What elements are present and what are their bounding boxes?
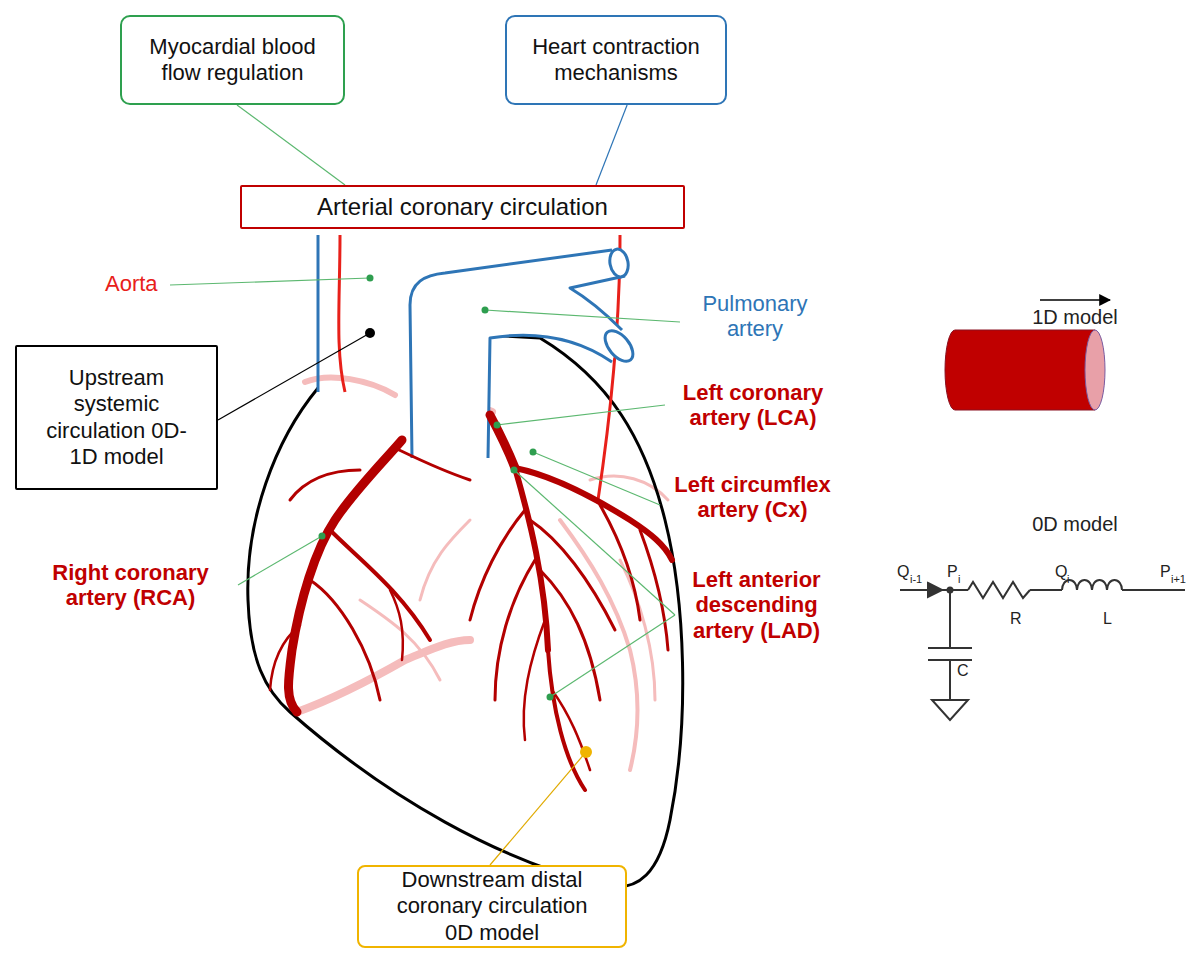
connector-line (237, 105, 345, 185)
rca-branch (390, 590, 403, 660)
topic-box: Heart contraction mechanisms (505, 15, 727, 105)
model-box: Upstream systemic circulation 0D-1D mode… (15, 345, 218, 490)
cx-branch (640, 530, 668, 650)
marker-dot (580, 746, 592, 758)
component-label: C (957, 662, 977, 680)
artery-label: Right coronary artery (RCA) (28, 560, 233, 611)
wire (1122, 589, 1185, 591)
pulmonary-end (600, 326, 638, 366)
marker-dot (494, 422, 501, 429)
connector-line (596, 105, 627, 185)
circuit-node (947, 587, 954, 594)
component-label: L (1103, 610, 1123, 628)
box-text: Heart contraction mechanisms (515, 34, 717, 87)
box-text: Downstream distal coronary circulation 0… (385, 867, 599, 946)
inductor-symbol (1062, 580, 1122, 590)
box-text: Arterial coronary circulation (317, 193, 608, 222)
resistor-symbol (968, 582, 1030, 598)
capacitor-symbol (928, 647, 972, 649)
cylinder-end (1085, 330, 1105, 410)
pulmonary-wall (410, 250, 612, 458)
flow-arrow (1040, 299, 1110, 301)
pressure-symbol: P (947, 563, 967, 581)
lad-branch (470, 510, 525, 620)
ground-symbol (932, 700, 968, 720)
cx-vessel (515, 468, 672, 560)
rca-branch (270, 625, 300, 690)
leader-line (490, 752, 586, 865)
flow-arrow (928, 583, 942, 597)
topic-box: Myocardial blood flow regulation (120, 15, 345, 105)
leader-line (497, 405, 665, 425)
vessel-label: Aorta (105, 271, 195, 296)
artery-label: Left anterior descending artery (LAD) (674, 567, 839, 643)
pulmonary-fill (410, 250, 625, 464)
rca-branch (310, 580, 380, 700)
vessel-label: Pulmonary artery (680, 291, 830, 342)
lad-branch (524, 620, 545, 740)
rca-branch (395, 448, 470, 480)
model-box: Downstream distal coronary circulation 0… (357, 865, 627, 948)
model-label: 1D model (1010, 306, 1140, 329)
circuit (900, 580, 1185, 720)
back-vessel (297, 640, 470, 712)
cx-branch (600, 505, 640, 620)
lad-vessel (548, 650, 585, 790)
wire (949, 660, 951, 700)
rca-branch (330, 530, 430, 640)
model-label: 0D model (1010, 513, 1140, 536)
heading-box: Arterial coronary circulation (240, 185, 685, 229)
marker-dot (365, 328, 375, 338)
lad-branch (552, 690, 590, 770)
leader-line (218, 333, 370, 420)
back-vessel (420, 520, 470, 600)
subscript: i (1067, 573, 1087, 586)
marker-dot (511, 467, 518, 474)
component-label: R (1010, 610, 1030, 628)
marker-dots (319, 275, 554, 701)
lad-branch (495, 560, 535, 700)
leader-line (550, 615, 675, 697)
vessel-cylinder (945, 330, 1095, 410)
leader-line (533, 452, 660, 505)
marker-dot (530, 449, 537, 456)
subscript: i-1 (910, 573, 940, 586)
pulmonary-wall (570, 276, 625, 330)
leader-line (485, 310, 680, 322)
artery-label: Left coronary artery (LCA) (668, 380, 838, 431)
leader-line (238, 536, 322, 585)
subscript: i (958, 573, 978, 586)
wire (949, 590, 951, 648)
coronary-tree (270, 415, 672, 790)
pulmonary-end (608, 248, 631, 279)
artery-label: Left circumflex artery (Cx) (660, 472, 845, 523)
box-text: Myocardial blood flow regulation (130, 34, 335, 87)
flow-symbol: Q (1055, 563, 1075, 581)
vena-cava (317, 235, 320, 392)
marker-dot (367, 275, 374, 282)
leader-lines (170, 278, 680, 697)
leader-line (514, 470, 675, 615)
rca-vessel (288, 440, 402, 712)
marker-dot (319, 533, 326, 540)
leader-line (170, 278, 370, 285)
wire (1030, 589, 1062, 591)
aorta-wall (339, 235, 345, 392)
rca-branch (290, 470, 360, 500)
pulmonary-artery (410, 248, 638, 458)
box-text: Upstream systemic circulation 0D-1D mode… (41, 365, 192, 471)
marker-dot (547, 694, 554, 701)
marker-dot (482, 307, 489, 314)
lad-branch (540, 570, 600, 700)
subscript: i+1 (1171, 573, 1199, 586)
